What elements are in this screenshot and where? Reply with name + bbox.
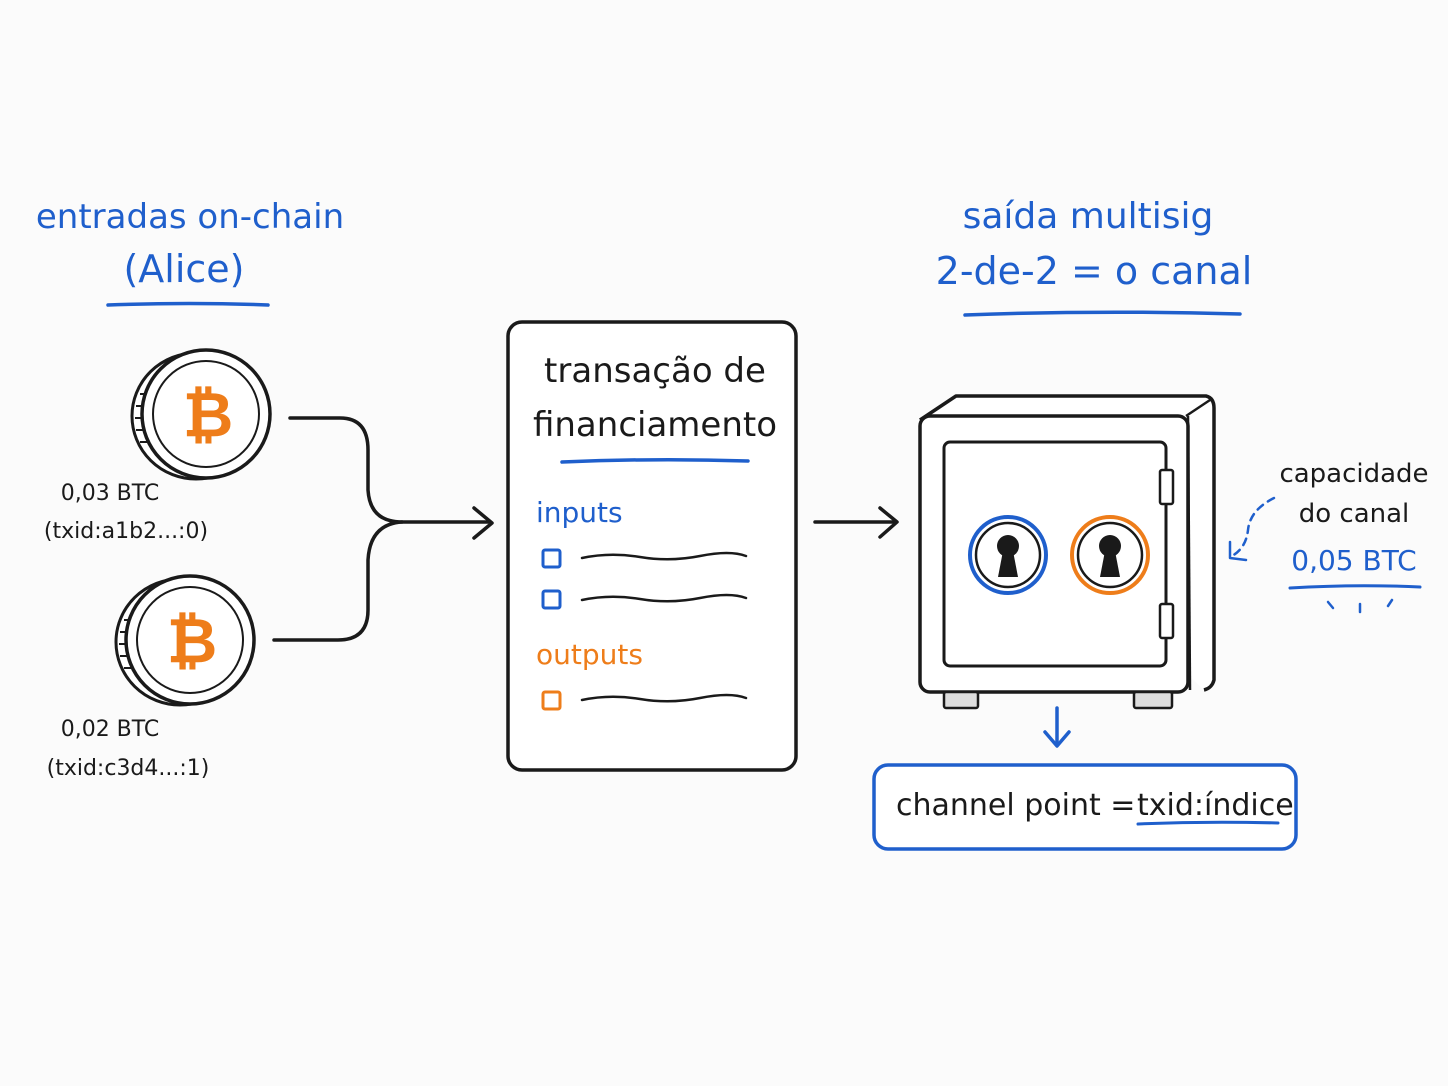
output-title-group: saída multisig 2-de-2 = o canal xyxy=(936,196,1253,317)
output-title-line1: saída multisig xyxy=(963,196,1214,237)
coin1-amount: 0,03 BTC xyxy=(61,481,160,506)
funding-tx-title-line2: financiamento xyxy=(533,405,777,445)
capacity-label-line1: capacidade xyxy=(1279,459,1428,489)
inputs-title-line2: (Alice) xyxy=(123,247,244,291)
inputs-title-group: entradas on-chain (Alice) xyxy=(36,197,344,307)
capacity-dashed-arrow xyxy=(1230,496,1276,558)
funding-tx-title-underline xyxy=(560,457,750,464)
capacity-value-underline xyxy=(1288,584,1422,590)
output-checkbox-icon xyxy=(541,690,562,711)
svg-text:₿: ₿ xyxy=(183,378,234,451)
output-title-underline xyxy=(963,310,1242,317)
funding-transaction-card: transação de financiamento inputs output… xyxy=(506,320,798,772)
input-line-1 xyxy=(580,551,748,561)
funding-tx-title-line1: transação de xyxy=(544,351,766,391)
arrow-to-channel-point xyxy=(1043,706,1071,748)
capacity-annotation: capacidade do canal 0,05 BTC xyxy=(1228,459,1429,614)
inputs-label: inputs xyxy=(536,496,623,529)
output-line-1 xyxy=(580,693,748,703)
keyhole-icon-blue xyxy=(968,515,1048,595)
channel-point-prefix: channel point = xyxy=(896,788,1135,823)
capacity-value: 0,05 BTC xyxy=(1291,544,1416,577)
coin2-amount: 0,02 BTC xyxy=(61,717,160,742)
output-title-line2: 2-de-2 = o canal xyxy=(936,249,1253,293)
emphasis-marks-icon xyxy=(1326,598,1394,614)
capacity-arrowhead xyxy=(1228,540,1248,562)
channel-point-value: txid:índice xyxy=(1137,788,1294,823)
keyhole-icon-orange xyxy=(1070,515,1150,595)
merge-arrow xyxy=(272,416,494,642)
input-checkbox-icon xyxy=(541,548,562,569)
channel-point-value-underline xyxy=(1136,820,1280,826)
svg-text:₿: ₿ xyxy=(167,604,218,677)
coin1-txid: (txid:a1b2...:0) xyxy=(44,519,208,544)
inputs-title-line1: entradas on-chain xyxy=(36,197,344,237)
bitcoin-coin-icon: ₿ xyxy=(130,348,272,481)
outputs-label: outputs xyxy=(536,638,643,671)
capacity-label-line2: do canal xyxy=(1299,499,1410,529)
input-checkbox-icon xyxy=(541,589,562,610)
input-line-2 xyxy=(580,593,748,603)
channel-point-box: channel point = txid:índice xyxy=(872,763,1298,851)
bitcoin-coin-icon: ₿ xyxy=(114,574,256,707)
coin2-txid: (txid:c3d4...:1) xyxy=(47,756,210,781)
inputs-title-underline xyxy=(106,301,270,307)
safe-icon xyxy=(918,394,1216,710)
arrow-to-safe xyxy=(813,506,899,539)
